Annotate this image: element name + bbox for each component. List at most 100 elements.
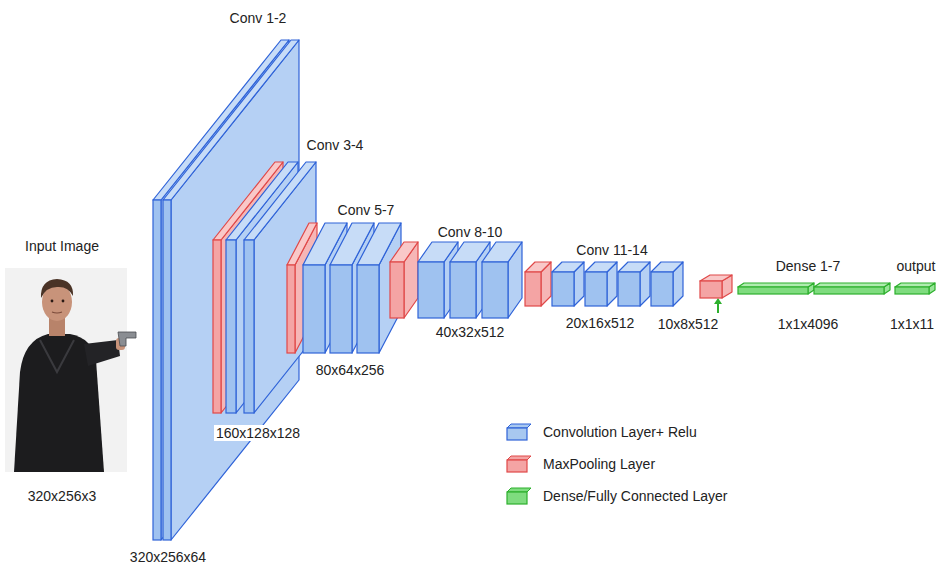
legend-swatch xyxy=(507,492,527,504)
layer-slab xyxy=(552,262,584,306)
slab-front xyxy=(552,272,574,306)
slab-front xyxy=(244,240,254,413)
slab-front xyxy=(163,200,171,540)
slab-front xyxy=(287,265,295,353)
legend-swatch-box xyxy=(505,454,533,474)
text-anchor: 320x256x3 xyxy=(0,486,162,506)
layer-name: Conv 1-2 xyxy=(228,10,289,26)
slab-front xyxy=(525,272,541,306)
layer-slab xyxy=(814,283,890,294)
slab-front xyxy=(330,265,352,353)
slab-top xyxy=(618,262,650,272)
pointer-arrow xyxy=(717,303,719,313)
dimension-label: 40x32x512 xyxy=(434,324,507,340)
slab-top xyxy=(390,242,418,262)
slab-front xyxy=(895,287,929,294)
slab-front xyxy=(814,287,884,294)
legend-swatch xyxy=(507,428,527,440)
swatch-top xyxy=(507,424,531,428)
slab-top xyxy=(738,283,814,287)
text-anchor: Input Image xyxy=(0,236,162,256)
slab-front xyxy=(153,200,161,540)
text-anchor: Conv 1-2 xyxy=(158,8,358,28)
mouth xyxy=(52,312,62,313)
text-anchor: 160x128x128 xyxy=(158,423,358,443)
legend-text: MaxPooling Layer xyxy=(543,456,655,472)
text-anchor: Conv 8-10 xyxy=(370,222,570,242)
swatch-top xyxy=(507,488,531,492)
photo-ground xyxy=(5,268,127,472)
slab-front xyxy=(585,272,607,306)
layer-name: Conv 3-4 xyxy=(305,137,366,153)
dimension-label: 80x64x256 xyxy=(314,362,387,378)
hair xyxy=(41,279,73,298)
layer-slab xyxy=(390,242,418,318)
legend-row: Convolution Layer+ Relu xyxy=(505,416,727,448)
arm xyxy=(84,340,120,366)
text-anchor: Conv 11-14 xyxy=(512,240,712,260)
dimension-label: 1x1x4096 xyxy=(776,316,841,332)
layer-name: Dense 1-7 xyxy=(774,258,843,274)
slab-top xyxy=(552,262,584,272)
layer-slab xyxy=(525,262,551,306)
legend-text: Convolution Layer+ Relu xyxy=(543,424,697,440)
legend-swatch-box xyxy=(505,486,533,506)
pistol xyxy=(118,332,136,346)
slab-front xyxy=(738,287,808,294)
dimension-label: 320x256x64 xyxy=(128,549,208,565)
slab-top xyxy=(585,262,617,272)
text-anchor: Conv 5-7 xyxy=(266,200,466,220)
text-anchor: 80x64x256 xyxy=(250,360,450,380)
text-anchor: 1x1x4096 xyxy=(708,314,908,334)
slab-front xyxy=(213,240,221,413)
slab-top xyxy=(895,283,935,287)
slab-top xyxy=(700,275,732,281)
legend-row: MaxPooling Layer xyxy=(505,448,727,480)
slab-top xyxy=(814,283,890,287)
layer-slab xyxy=(895,283,935,294)
dimension-label: 10x8x512 xyxy=(656,316,721,332)
eye xyxy=(51,300,54,303)
layer-slab xyxy=(618,262,650,306)
slab-top xyxy=(244,162,316,240)
swatch-top xyxy=(507,456,531,460)
slab-top xyxy=(482,242,522,262)
layer-name: Conv 8-10 xyxy=(436,224,505,240)
legend-text: Dense/Fully Connected Layer xyxy=(543,488,727,504)
layer-slab xyxy=(651,262,683,306)
legend-swatch xyxy=(507,460,527,472)
dimension-label: 20x16x512 xyxy=(564,315,637,331)
legend: Convolution Layer+ ReluMaxPooling LayerD… xyxy=(505,416,727,512)
text-anchor: 320x256x64 xyxy=(68,547,268,567)
text-anchor: 40x32x512 xyxy=(370,322,570,342)
text-anchor: Dense 1-7 xyxy=(708,256,908,276)
layer-slab xyxy=(700,275,732,298)
layer-slab xyxy=(738,283,814,294)
pointer-arrowhead xyxy=(714,298,722,304)
dimension-label: 320x256x3 xyxy=(26,488,99,504)
dimension-label: 160x128x128 xyxy=(214,425,302,441)
layer-group: Dense 1-7 1x1x4096 xyxy=(708,256,908,334)
slab-front xyxy=(482,262,508,318)
eye xyxy=(62,300,65,303)
slab-front xyxy=(357,265,379,353)
input-caption: Input Image xyxy=(23,238,101,254)
slab-front xyxy=(700,281,722,298)
text-anchor: Conv 3-4 xyxy=(235,135,435,155)
layer-slab xyxy=(482,242,522,318)
slab-front xyxy=(390,262,404,318)
slab-front xyxy=(450,262,476,318)
slab-top xyxy=(651,262,683,272)
slab-front xyxy=(303,265,325,353)
layer-name: Conv 5-7 xyxy=(336,202,397,218)
slab-top xyxy=(525,262,551,272)
layer-slab xyxy=(585,262,617,306)
layer-name: Conv 11-14 xyxy=(574,242,649,258)
legend-row: Dense/Fully Connected Layer xyxy=(505,480,727,512)
slab-front xyxy=(226,240,236,413)
legend-swatch-box xyxy=(505,422,533,442)
slab-front xyxy=(651,272,673,306)
dimension-label: 1x1x11 xyxy=(888,316,936,332)
slab-front xyxy=(618,272,640,306)
layer-name: output xyxy=(895,258,938,274)
